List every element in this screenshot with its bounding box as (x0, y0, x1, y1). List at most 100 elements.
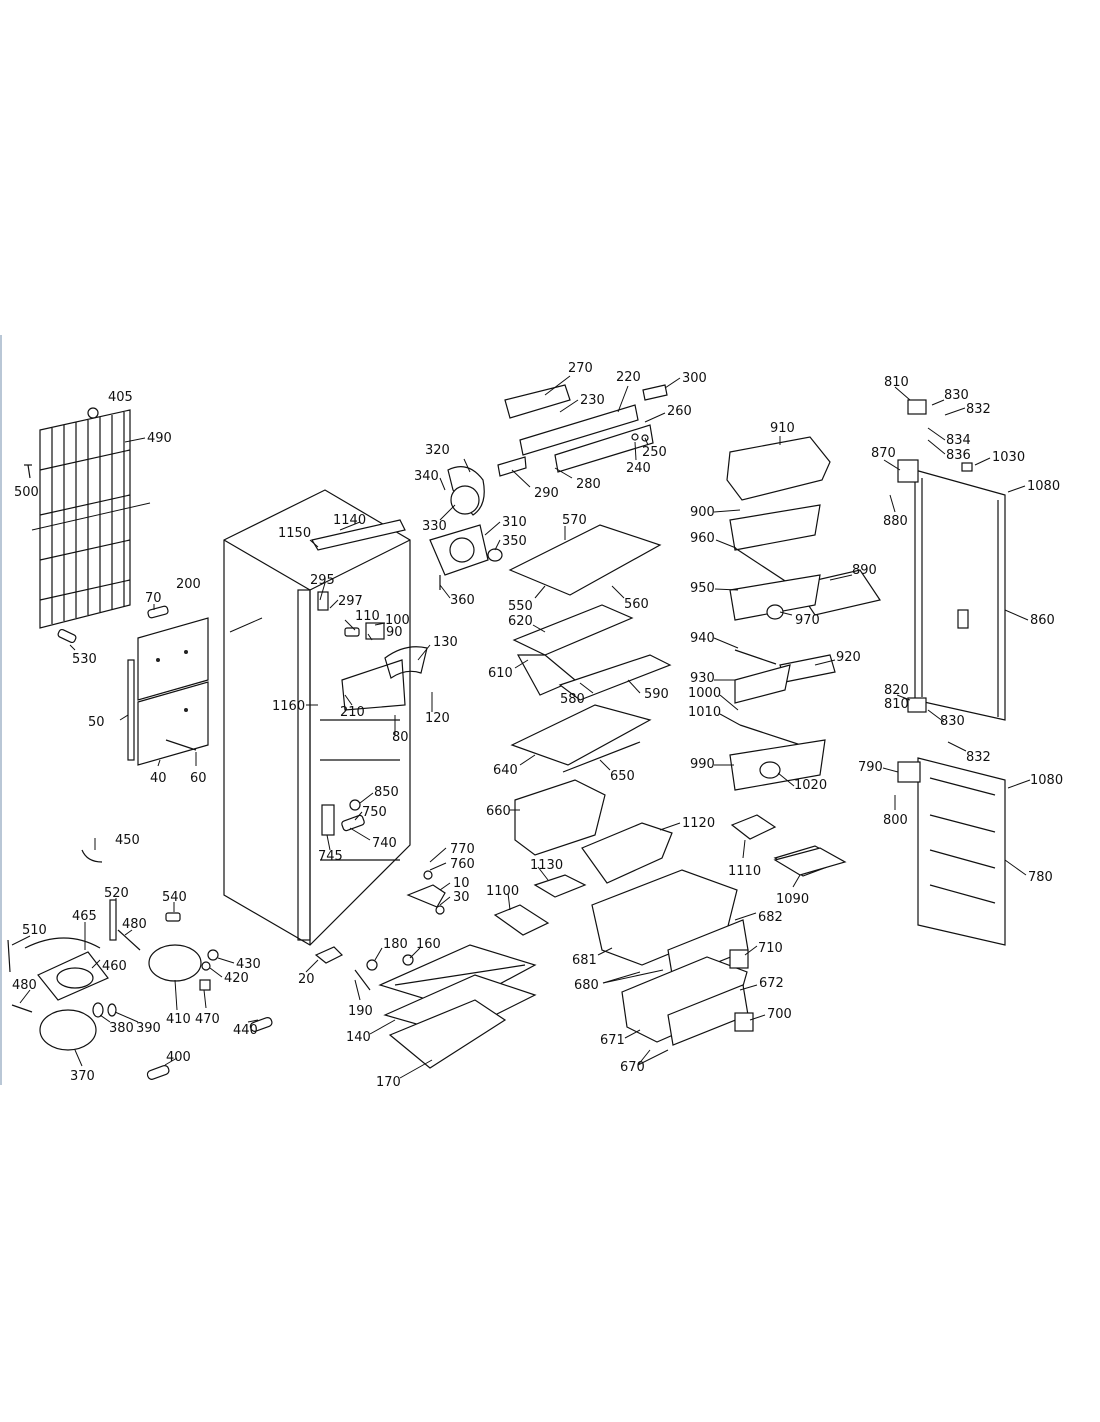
callout-430: 430 (236, 957, 261, 972)
callout-920: 920 (836, 650, 861, 665)
screw-500 (24, 464, 32, 479)
callout-550: 550 (508, 599, 533, 614)
callout-20: 20 (298, 972, 315, 987)
callout-970: 970 (795, 613, 820, 628)
callout-1120: 1120 (682, 816, 715, 831)
glass-shelves (508, 524, 672, 773)
callout-520: 520 (104, 886, 129, 901)
callout-180: 180 (383, 937, 408, 952)
callout-836: 836 (946, 448, 971, 463)
callout-30: 30 (453, 890, 470, 905)
callout-10: 10 (453, 876, 470, 891)
callout-1090: 1090 (776, 892, 809, 907)
fridge-door (897, 399, 1006, 721)
callout-1160: 1160 (272, 699, 305, 714)
callout-300: 300 (682, 371, 707, 386)
callout-745: 745 (318, 849, 343, 864)
callout-650: 650 (610, 769, 635, 784)
callout-1010: 1010 (688, 705, 721, 720)
callout-80: 80 (392, 730, 409, 745)
callout-770: 770 (450, 842, 475, 857)
control-board (497, 384, 668, 477)
callout-310: 310 (502, 515, 527, 530)
callout-1100: 1100 (486, 884, 519, 899)
callout-1000: 1000 (688, 686, 721, 701)
callout-830-lower: 830 (940, 714, 965, 729)
callout-780: 780 (1028, 870, 1053, 885)
callout-110: 110 (355, 609, 380, 624)
callout-990: 990 (690, 757, 715, 772)
callout-590: 590 (644, 687, 669, 702)
callout-350: 350 (502, 534, 527, 549)
callout-560: 560 (624, 597, 649, 612)
callout-295: 295 (310, 573, 335, 588)
callout-490: 490 (147, 431, 172, 446)
callout-470: 470 (195, 1012, 220, 1027)
callout-660: 660 (486, 804, 511, 819)
callout-460: 460 (102, 959, 127, 974)
callout-1030: 1030 (992, 450, 1025, 465)
callout-90: 90 (386, 625, 403, 640)
callout-510: 510 (22, 923, 47, 938)
callout-340: 340 (414, 469, 439, 484)
callout-540: 540 (162, 890, 187, 905)
callout-420: 420 (224, 971, 249, 986)
callout-960: 960 (690, 531, 715, 546)
callout-270: 270 (568, 361, 593, 376)
drain-part-850 (341, 799, 365, 832)
callout-1080-lower: 1080 (1030, 773, 1063, 788)
callout-50: 50 (88, 715, 105, 730)
callout-400: 400 (166, 1050, 191, 1065)
callout-60: 60 (190, 771, 207, 786)
callout-1110: 1110 (728, 864, 761, 879)
callout-870: 870 (871, 446, 896, 461)
cabinet-body (223, 489, 411, 946)
callout-710: 710 (758, 941, 783, 956)
callout-370: 370 (70, 1069, 95, 1084)
callout-930: 930 (690, 671, 715, 686)
callout-790: 790 (858, 760, 883, 775)
callout-405: 405 (108, 390, 133, 405)
hinge-20 (314, 946, 344, 964)
callout-190: 190 (348, 1004, 373, 1019)
callout-labels: 405 490 500 530 70 200 50 40 60 450 520 … (12, 361, 1063, 1090)
callout-890: 890 (852, 563, 877, 578)
left-border-rule (0, 335, 2, 1085)
callout-670: 670 (620, 1060, 645, 1075)
callout-380: 380 (109, 1021, 134, 1036)
callout-860: 860 (1030, 613, 1055, 628)
callout-834: 834 (946, 433, 971, 448)
egg-tray (773, 847, 847, 876)
callout-1140: 1140 (333, 513, 366, 528)
callout-330: 330 (422, 519, 447, 534)
callout-250: 250 (642, 445, 667, 460)
callout-740: 740 (372, 836, 397, 851)
callout-681: 681 (572, 953, 597, 968)
callout-580: 580 (560, 692, 585, 707)
callout-260: 260 (667, 404, 692, 419)
crisper-drawers (493, 779, 754, 1046)
callout-910: 910 (770, 421, 795, 436)
callout-465: 465 (72, 909, 97, 924)
callout-170: 170 (376, 1075, 401, 1090)
callout-280: 280 (576, 477, 601, 492)
callout-530: 530 (72, 652, 97, 667)
compressor-group (7, 849, 273, 1080)
rear-cover-panels (127, 605, 209, 766)
callout-832-lower: 832 (966, 750, 991, 765)
callout-570: 570 (562, 513, 587, 528)
evaporator-cover (354, 944, 537, 1069)
callout-620: 620 (508, 614, 533, 629)
freezer-door (897, 697, 1006, 946)
callout-1080-upper: 1080 (1027, 479, 1060, 494)
callout-200: 200 (176, 577, 201, 592)
callout-672: 672 (759, 976, 784, 991)
callout-680: 680 (574, 978, 599, 993)
callout-40: 40 (150, 771, 167, 786)
callout-700: 700 (767, 1007, 792, 1022)
callout-297: 297 (338, 594, 363, 609)
callout-120: 120 (425, 711, 450, 726)
callout-320: 320 (425, 443, 450, 458)
callout-1020: 1020 (794, 778, 827, 793)
